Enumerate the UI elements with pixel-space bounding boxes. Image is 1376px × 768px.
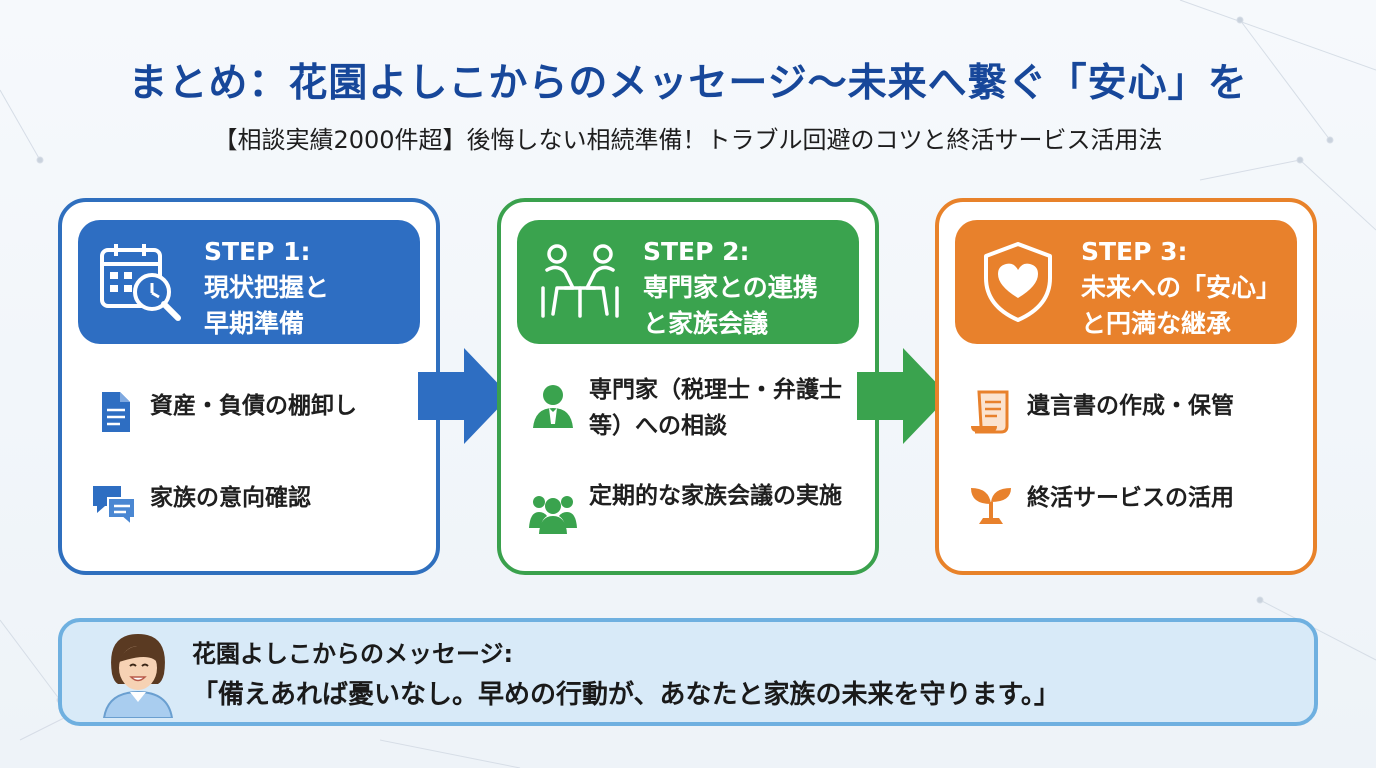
step-1-item-2-text: 家族の意向確認: [150, 485, 311, 511]
message-box: 花園よしこからのメッセージ: 「備えあれば憂いなし。早めの行動が、あなたと家族の…: [58, 618, 1318, 726]
step-1-title-line-2: 早期準備: [204, 309, 305, 338]
arrow-right-icon: [857, 348, 949, 444]
group-icon: [529, 496, 577, 534]
page-subtitle: 【相談実績2000件超】後悔しない相続準備！トラブル回避のコツと終活サービス活用…: [213, 126, 1163, 154]
step-2-item-1-text: 専門家（税理士・弁護士等）への相談: [589, 377, 842, 439]
step-2-item-2: 定期的な家族会議の実施: [529, 478, 865, 550]
arrow-right-icon: [418, 348, 510, 444]
step-2-header: STEP 2: 専門家との連携 と家族会議: [517, 220, 859, 344]
meeting-icon: [541, 244, 619, 318]
calendar-search-icon: [100, 244, 181, 321]
step-2-label: STEP 2:: [643, 237, 750, 266]
step-1-item-2: 家族の意向確認: [90, 480, 426, 552]
step-3-item-1-text: 遺言書の作成・保管: [1027, 393, 1234, 419]
scroll-icon: [971, 390, 1009, 434]
step-2-item-1: 専門家（税理士・弁護士等）への相談: [529, 372, 865, 444]
step-3-title-line-2: と円満な継承: [1081, 309, 1232, 338]
advisor-icon: [533, 385, 573, 428]
step-3-label: STEP 3:: [1081, 237, 1188, 266]
step-3-header: STEP 3: 未来への「安心」 と円満な継承: [955, 220, 1297, 344]
step-2-card: STEP 2: 専門家との連携 と家族会議 専門家（税理士・弁護士等）への相談 …: [497, 198, 879, 575]
step-3-card: STEP 3: 未来への「安心」 と円満な継承 遺言書の作成・保管 終活サービス…: [935, 198, 1317, 575]
message-quote: 「備えあれば憂いなし。早めの行動が、あなたと家族の未来を守ります。」: [192, 680, 1060, 710]
step-3-item-2: 終活サービスの活用: [967, 480, 1303, 552]
shield-heart-icon: [984, 242, 1052, 322]
document-icon: [102, 392, 130, 432]
chat-bubbles-icon: [93, 486, 136, 528]
step-2-title-line-2: と家族会議: [643, 309, 769, 338]
message-label: 花園よしこからのメッセージ:: [192, 640, 514, 668]
step-3-title-line-1: 未来への「安心」: [1081, 273, 1282, 302]
step-2-item-2-text: 定期的な家族会議の実施: [589, 483, 842, 509]
page-title: まとめ：花園よしこからのメッセージ〜未来へ繋ぐ「安心」を: [128, 61, 1248, 106]
step-1-label: STEP 1:: [204, 237, 311, 266]
woman-avatar-icon: [102, 634, 174, 718]
step-1-header: STEP 1: 現状把握と 早期準備: [78, 220, 420, 344]
step-2-title-line-1: 専門家との連携: [643, 273, 818, 302]
step-1-title-line-1: 現状把握と: [204, 273, 330, 302]
step-3-item-1: 遺言書の作成・保管: [967, 388, 1303, 460]
sprout-icon: [971, 488, 1011, 524]
step-1-card: STEP 1: 現状把握と 早期準備 資産・負債の棚卸し 家族の意向確認: [58, 198, 440, 575]
step-1-item-1-text: 資産・負債の棚卸し: [150, 393, 357, 419]
step-1-item-1: 資産・負債の棚卸し: [90, 388, 426, 460]
step-3-item-2-text: 終活サービスの活用: [1027, 485, 1234, 511]
